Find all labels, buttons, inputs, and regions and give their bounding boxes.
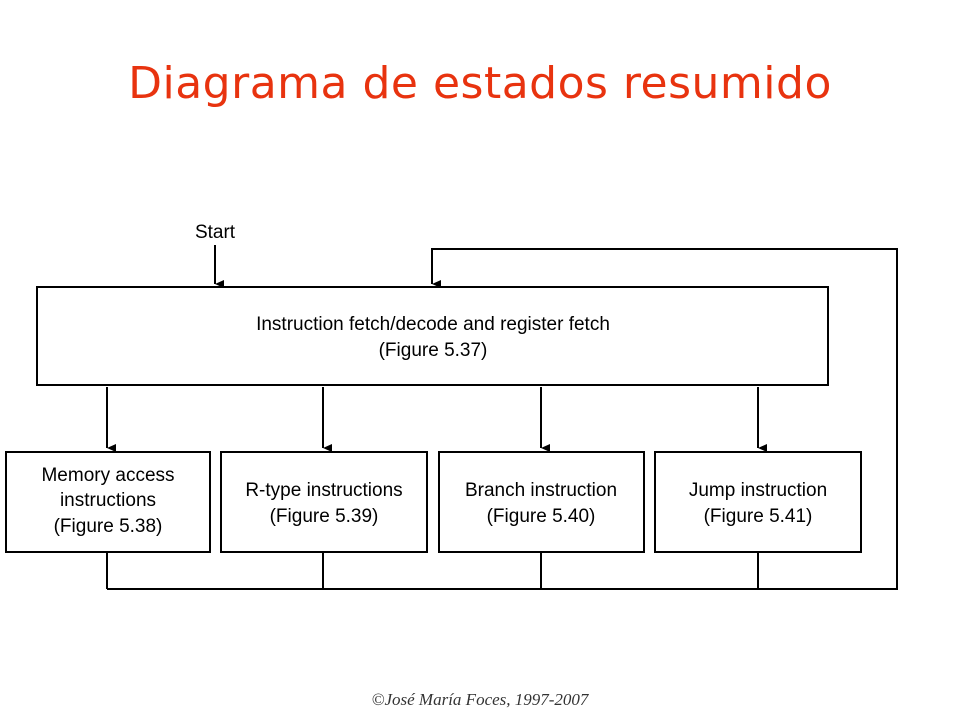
rtype-line1: R-type instructions xyxy=(245,480,402,501)
memory-access-box xyxy=(5,451,211,553)
fetch-decode-box xyxy=(36,286,829,386)
branch-line1: Branch instruction xyxy=(465,480,617,501)
jump-line2: (Figure 5.41) xyxy=(704,506,813,527)
fetch-decode-figure: (Figure 5.37) xyxy=(379,340,488,361)
copyright-footer: ©José María Foces, 1997-2007 xyxy=(371,690,589,709)
memory-access-line1: Memory access xyxy=(41,465,174,486)
jump-box xyxy=(654,451,862,553)
fetch-decode-label: Instruction fetch/decode and register fe… xyxy=(256,314,610,335)
memory-access-line2: instructions xyxy=(60,490,156,511)
branch-line2: (Figure 5.40) xyxy=(487,506,596,527)
jump-line1: Jump instruction xyxy=(689,480,827,501)
branch-box xyxy=(438,451,645,553)
feedback-loop xyxy=(107,248,898,590)
rtype-box xyxy=(220,451,428,553)
memory-access-line3: (Figure 5.38) xyxy=(54,516,163,537)
page-title: Diagrama de estados resumido xyxy=(128,58,832,109)
start-label: Start xyxy=(195,222,236,243)
rtype-line2: (Figure 5.39) xyxy=(270,506,379,527)
